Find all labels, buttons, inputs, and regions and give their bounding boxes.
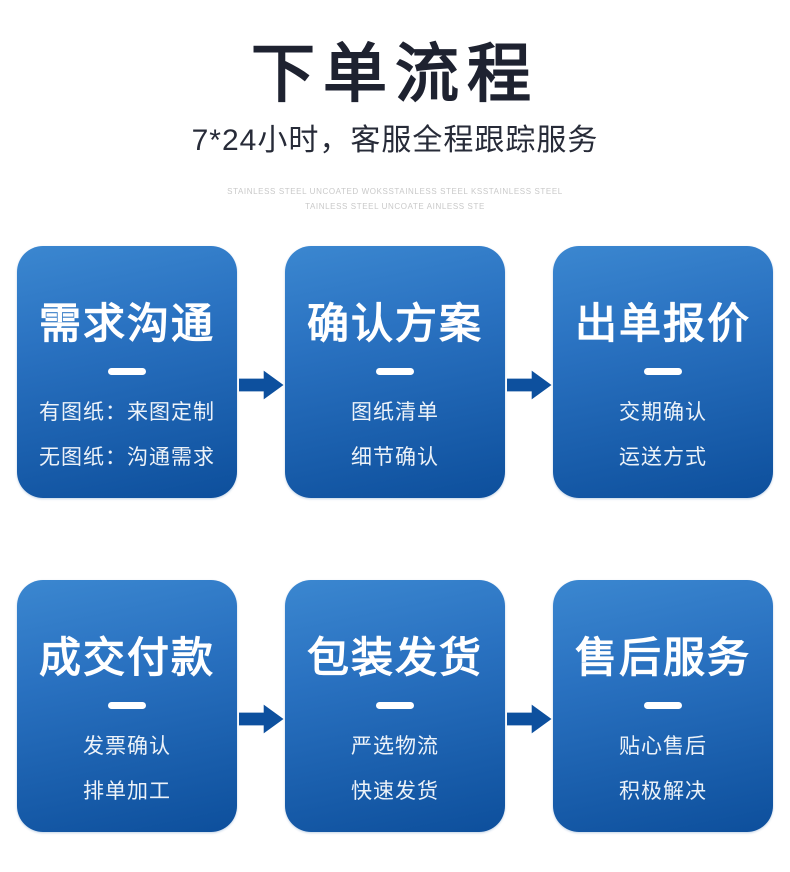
step-detail-line: 严选物流 [351, 735, 439, 758]
right-arrow-icon [506, 704, 552, 734]
arrow-slot [505, 580, 553, 739]
step-detail-line: 积极解决 [619, 780, 707, 803]
step-detail-line: 发票确认 [83, 735, 171, 758]
step-detail-line: 排单加工 [83, 780, 171, 803]
page-title: 下单流程 [251, 38, 539, 110]
arrow-slot [505, 246, 553, 405]
step-card-aftersales: 售后服务 贴心售后 积极解决 [553, 580, 773, 832]
step-title: 出单报价 [574, 300, 751, 347]
step-card-shipping: 包装发货 严选物流 快速发货 [285, 580, 505, 832]
banner-header: 下单流程 7*24小时，客服全程跟踪服务 STAINLESS STEEL UNC… [0, 34, 790, 214]
right-arrow-icon [238, 370, 284, 400]
divider-dash [644, 368, 682, 375]
arrow-slot [237, 246, 285, 405]
step-card-payment: 成交付款 发票确认 排单加工 [17, 580, 237, 832]
step-detail-line: 细节确认 [351, 446, 439, 469]
step-card-requirement: 需求沟通 有图纸：来图定制 无图纸：沟通需求 [17, 246, 237, 498]
step-detail-line: 运送方式 [619, 446, 707, 469]
flow-row-1: 需求沟通 有图纸：来图定制 无图纸：沟通需求 确认方案 图纸清单 细节确认 出单… [0, 246, 790, 498]
step-title: 包装发货 [306, 634, 483, 681]
step-title: 成交付款 [38, 634, 215, 681]
step-title: 确认方案 [306, 300, 483, 347]
step-title: 需求沟通 [38, 300, 215, 347]
watermark-line-1: STAINLESS STEEL UNCOATED WOKSSTAINLESS S… [227, 187, 563, 196]
step-detail-line: 无图纸：沟通需求 [39, 446, 215, 469]
step-card-quote: 出单报价 交期确认 运送方式 [553, 246, 773, 498]
step-detail-line: 贴心售后 [619, 735, 707, 758]
step-detail-line: 交期确认 [619, 401, 707, 424]
page-subtitle: 7*24小时，客服全程跟踪服务 [191, 124, 599, 157]
step-title: 售后服务 [574, 634, 751, 681]
arrow-slot [237, 580, 285, 739]
divider-dash [108, 368, 146, 375]
divider-dash [108, 702, 146, 709]
divider-dash [376, 368, 414, 375]
step-detail-line: 有图纸：来图定制 [39, 401, 215, 424]
divider-dash [644, 702, 682, 709]
divider-dash [376, 702, 414, 709]
flow-row-2: 成交付款 发票确认 排单加工 包装发货 严选物流 快速发货 售后服务 贴心售后 … [0, 580, 790, 832]
step-card-confirm-plan: 确认方案 图纸清单 细节确认 [285, 246, 505, 498]
right-arrow-icon [506, 370, 552, 400]
step-detail-line: 图纸清单 [351, 401, 439, 424]
right-arrow-icon [238, 704, 284, 734]
watermark-line-2: TAINLESS STEEL UNCOATE AINLESS STE [305, 202, 485, 211]
step-detail-line: 快速发货 [351, 780, 439, 803]
watermark-text: STAINLESS STEEL UNCOATED WOKSSTAINLESS S… [0, 184, 790, 214]
